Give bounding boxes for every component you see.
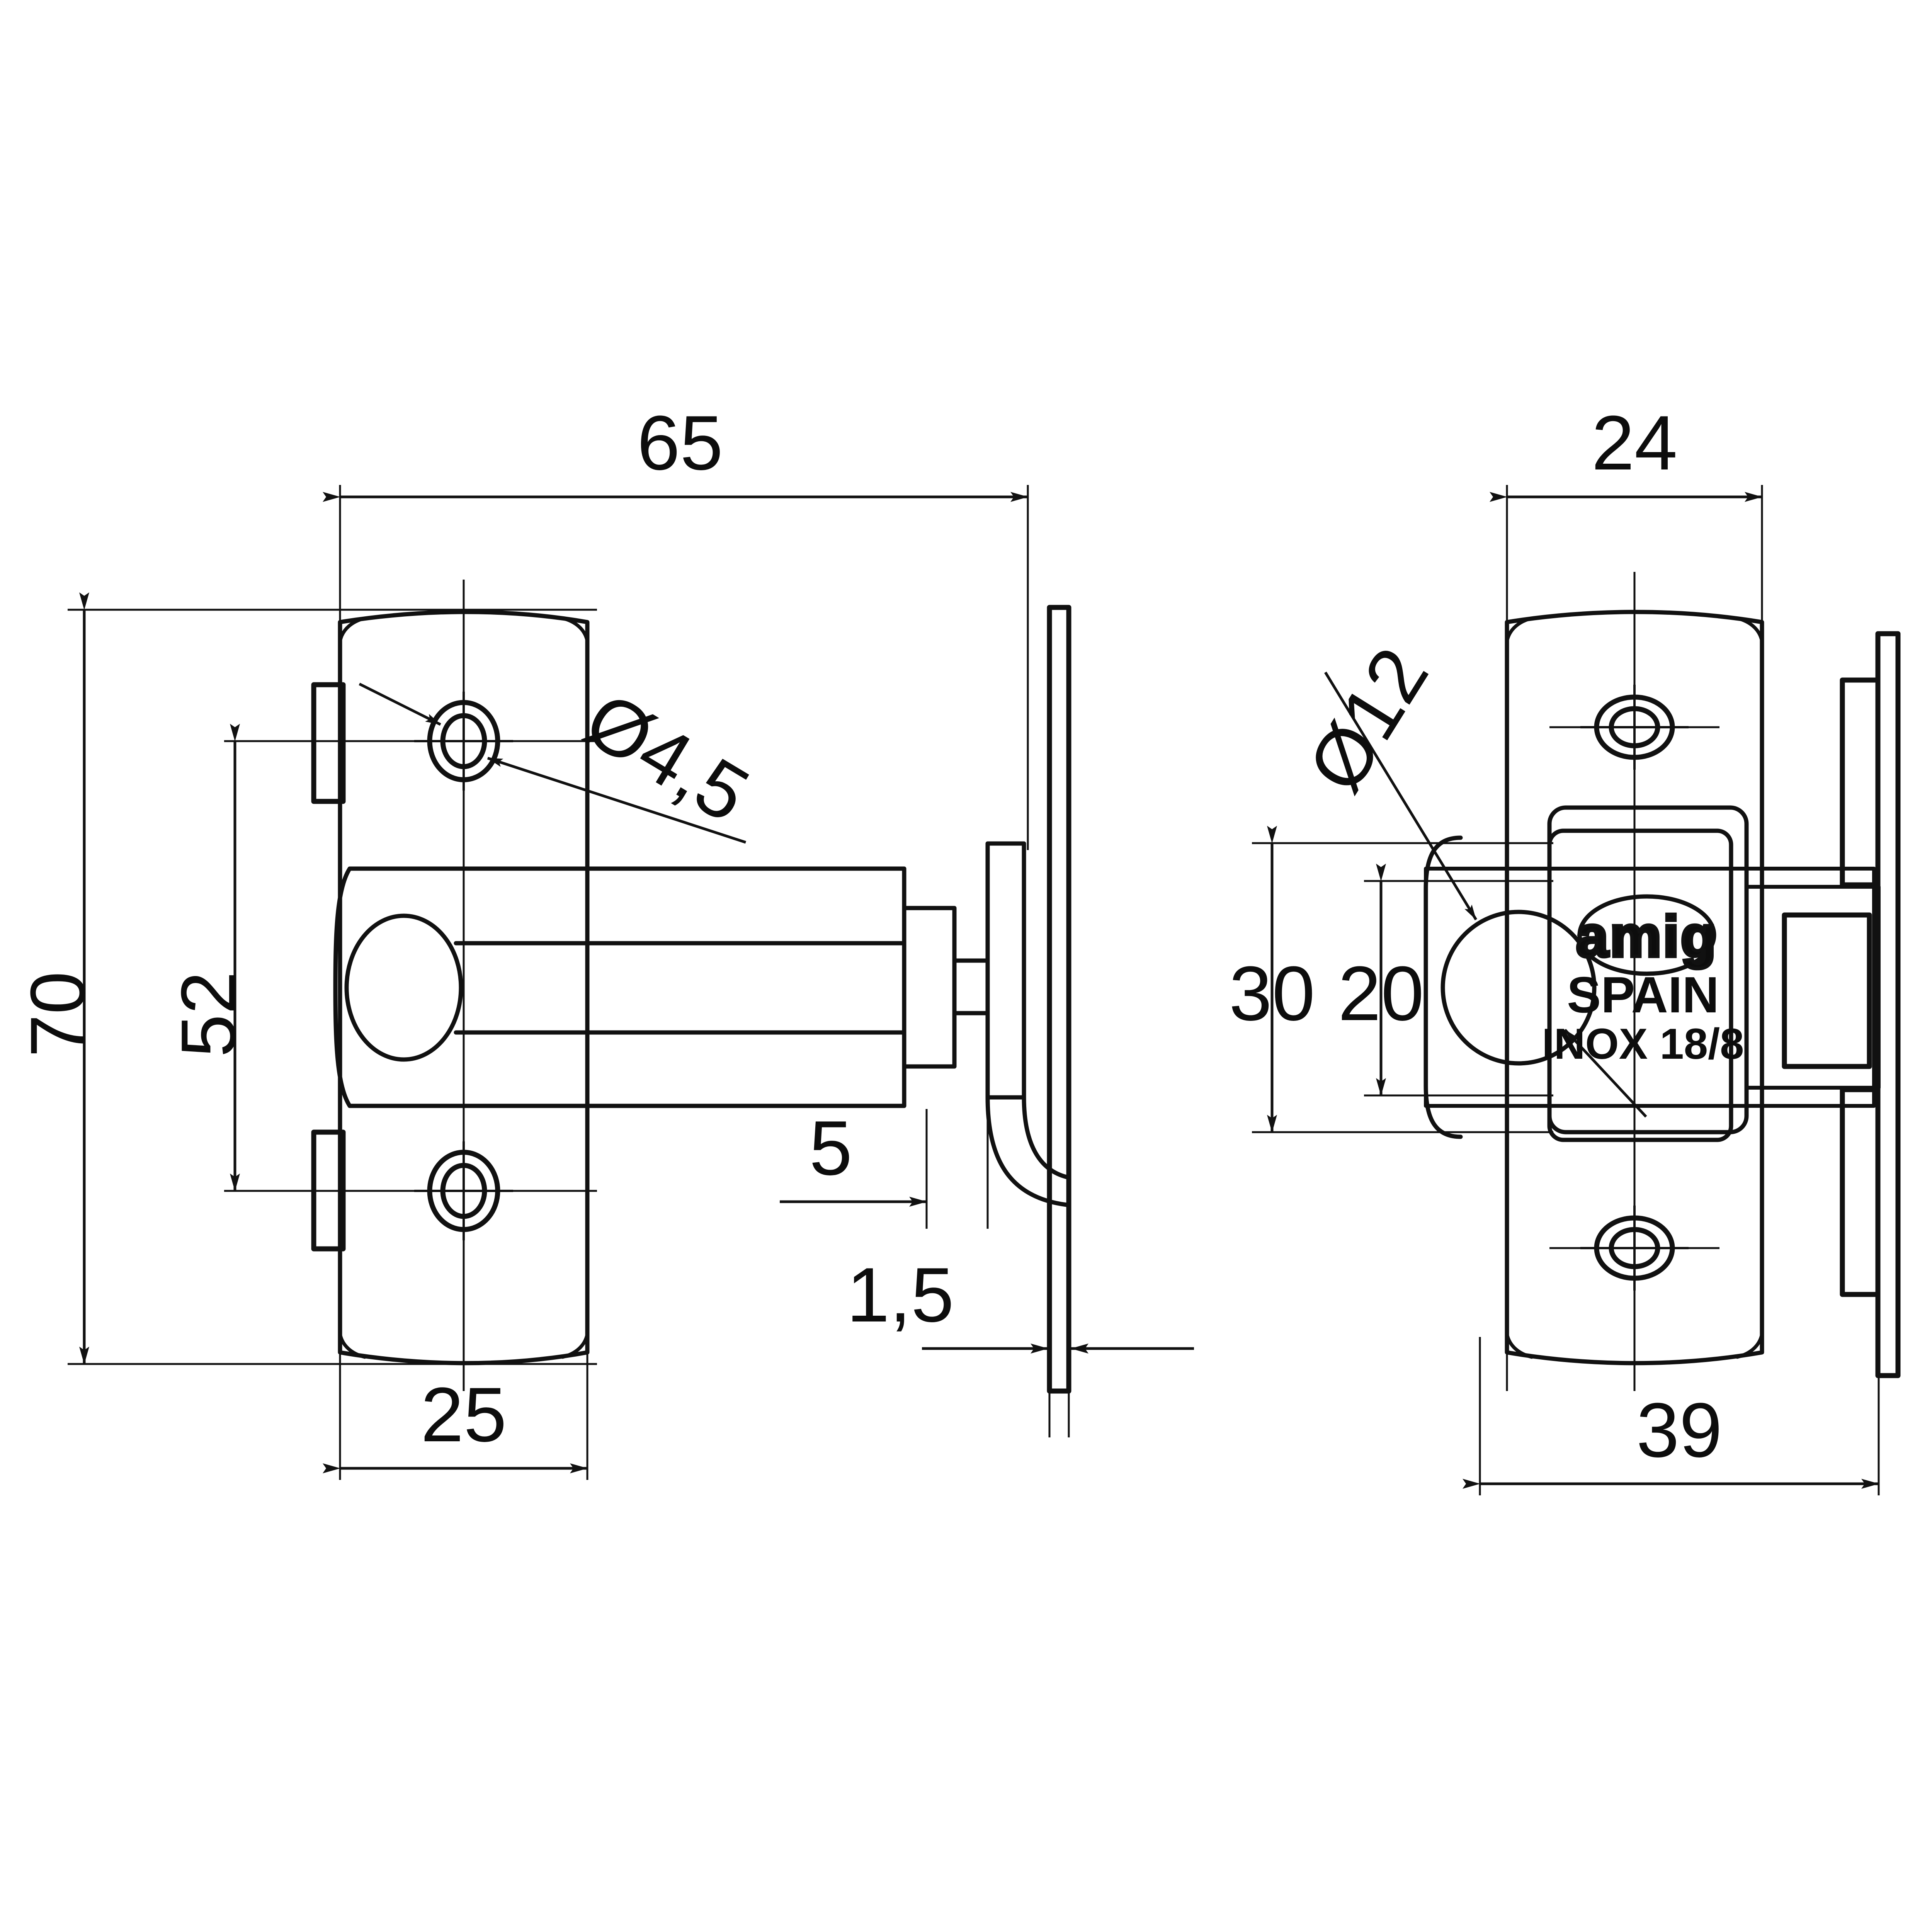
upper-side-tab bbox=[311, 682, 346, 804]
dim-label-24: 24 bbox=[1592, 400, 1677, 486]
left-view-geometry bbox=[311, 605, 1071, 1394]
dim-label-65: 65 bbox=[637, 400, 723, 486]
strike-hook-curve bbox=[985, 1095, 1069, 1207]
strike-slot bbox=[1782, 912, 1872, 1069]
left-view-dimensions bbox=[79, 492, 1194, 1473]
knob-diameter-leader bbox=[1324, 672, 1647, 1118]
dim-label-25: 25 bbox=[421, 1372, 507, 1458]
brand-oval bbox=[1577, 894, 1716, 976]
brand-material-label: INOX 18/8 bbox=[1542, 1020, 1744, 1068]
dim-label-5: 5 bbox=[809, 1105, 852, 1191]
dim-label-70: 70 bbox=[15, 971, 101, 1057]
back-plate-outline-front bbox=[1505, 610, 1764, 1366]
lower-bolt-hole bbox=[414, 1141, 513, 1240]
dim-label-52: 52 bbox=[165, 971, 252, 1057]
knob-circle bbox=[344, 913, 463, 1062]
strike-hook-curve-inner bbox=[1022, 1095, 1069, 1179]
right-view-dimensions bbox=[1267, 492, 1879, 1489]
dim-label-20: 20 bbox=[1338, 951, 1424, 1037]
latch-block-inner bbox=[1547, 828, 1733, 1142]
dim-label-39: 39 bbox=[1636, 1387, 1722, 1473]
knob-circle-front bbox=[1440, 910, 1597, 1066]
lever-body-outline bbox=[333, 866, 906, 1108]
lower-bolt-hole-front bbox=[1580, 1206, 1689, 1291]
shaft-collar bbox=[902, 906, 957, 1069]
lower-side-tab bbox=[311, 1129, 346, 1252]
upper-bolt-hole bbox=[414, 692, 513, 791]
brand-country-label: SPAIN bbox=[1567, 966, 1719, 1023]
hole-diameter-leader bbox=[359, 682, 747, 844]
dim-label-30: 30 bbox=[1229, 951, 1315, 1037]
dim-label-1p5: 1,5 bbox=[847, 1252, 954, 1338]
brand-mark: amig SPAIN INOX 18/8 bbox=[1542, 894, 1744, 1068]
brand-logo-text: amig bbox=[1576, 904, 1718, 969]
upper-bolt-hole-front bbox=[1580, 685, 1689, 770]
